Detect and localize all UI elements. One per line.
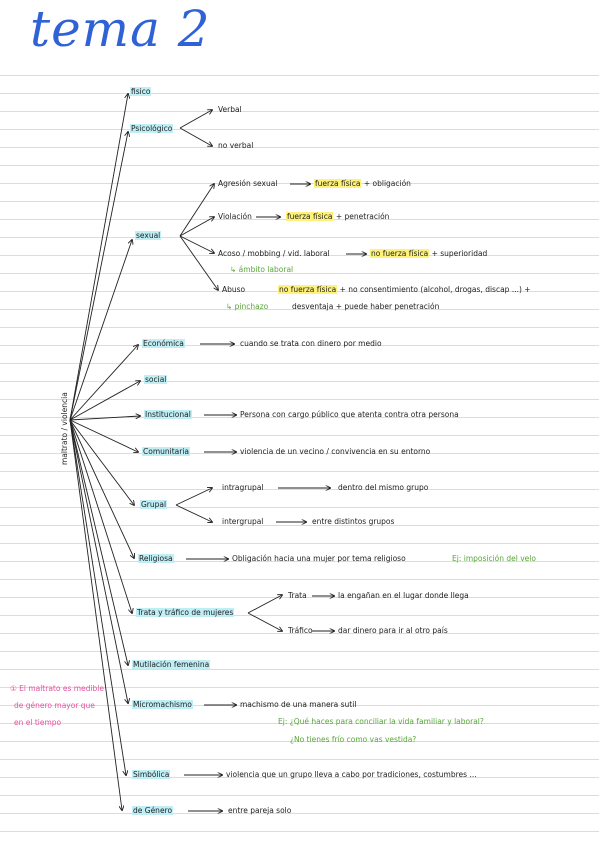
abuso-line2: desventaja + puede haber penetración (292, 302, 440, 311)
node-verbal: Verbal (218, 105, 242, 114)
node-grupal: Grupal (140, 500, 168, 509)
node-acoso: Acoso / mobbing / vid. laboral (218, 249, 330, 258)
node-religiosa: Religiosa (138, 554, 174, 563)
node-sexual: sexual (135, 231, 162, 240)
acoso-desc: no fuerza física + superioridad (370, 249, 488, 258)
genero-desc: entre pareja solo (228, 806, 292, 815)
religiosa-example: Ej: imposición del velo (452, 554, 536, 563)
trata-desc: la engañan en el lugar donde llega (338, 591, 469, 600)
economica-desc: cuando se trata con dinero por medio (240, 339, 382, 348)
agresion-desc: fuerza física + obligación (314, 179, 411, 188)
acoso-note: ↳ ámbito laboral (230, 265, 294, 274)
node-mutilacion: Mutilación femenina (132, 660, 211, 669)
micromachismo-example-2: ¿No tienes frío como vas vestida? (290, 735, 417, 744)
intragrupal-desc: dentro del mismo grupo (338, 483, 429, 492)
comunitaria-desc: violencia de un vecino / convivencia en … (240, 447, 431, 456)
node-trafico: Tráfico (288, 626, 313, 635)
node-psicologico: Psicológico (130, 124, 174, 133)
node-intergrupal: intergrupal (222, 517, 264, 526)
node-trata-trafico: Trata y tráfico de mujeres (136, 608, 235, 617)
abuso-desc: no fuerza física + no consentimiento (al… (278, 285, 531, 294)
abuso-note: ↳ pinchazo (226, 302, 269, 311)
node-micromachismo: Micromachismo (132, 700, 193, 709)
page-title: tema 2 (30, 0, 211, 58)
religiosa-desc: Obligación hacia una mujer por tema reli… (232, 554, 406, 563)
node-social: social (144, 375, 168, 384)
node-agresion: Agresión sexual (218, 179, 277, 189)
micromachismo-example-1: Ej: ¿Qué haces para conciliar la vida fa… (278, 717, 484, 726)
agresion-label: Agresión sexual (218, 179, 278, 188)
node-trata: Trata (288, 591, 307, 600)
node-fisico: fisico (130, 87, 152, 96)
node-comunitaria: Comunitaria (142, 447, 191, 456)
node-institucional: Institucional (144, 410, 192, 419)
ruled-lines (0, 58, 599, 848)
root-label: maltrato / violencia (60, 392, 69, 465)
side-note-line-1: ① El maltrato es medible (10, 684, 104, 693)
intergrupal-desc: entre distintos grupos (312, 517, 395, 526)
node-no-verbal: no verbal (218, 141, 254, 150)
side-note-line-3: en el tiempo (14, 718, 62, 727)
trafico-desc: dar dinero para ir al otro país (338, 626, 448, 635)
node-violacion: Violación (218, 212, 252, 221)
simbolica-desc: violencia que un grupo lleva a cabo por … (226, 770, 477, 779)
node-simbolica: Simbólica (132, 770, 171, 779)
node-intragrupal: intragrupal (222, 483, 264, 492)
node-abuso: Abuso (222, 285, 246, 294)
micromachismo-desc: machismo de una manera sutil (240, 700, 357, 709)
institucional-desc: Persona con cargo público que atenta con… (240, 410, 459, 419)
violacion-desc: fuerza física + penetración (286, 212, 390, 221)
node-genero: de Género (132, 806, 174, 815)
node-economica: Económica (142, 339, 185, 348)
side-note-line-2: de género mayor que (14, 701, 95, 710)
